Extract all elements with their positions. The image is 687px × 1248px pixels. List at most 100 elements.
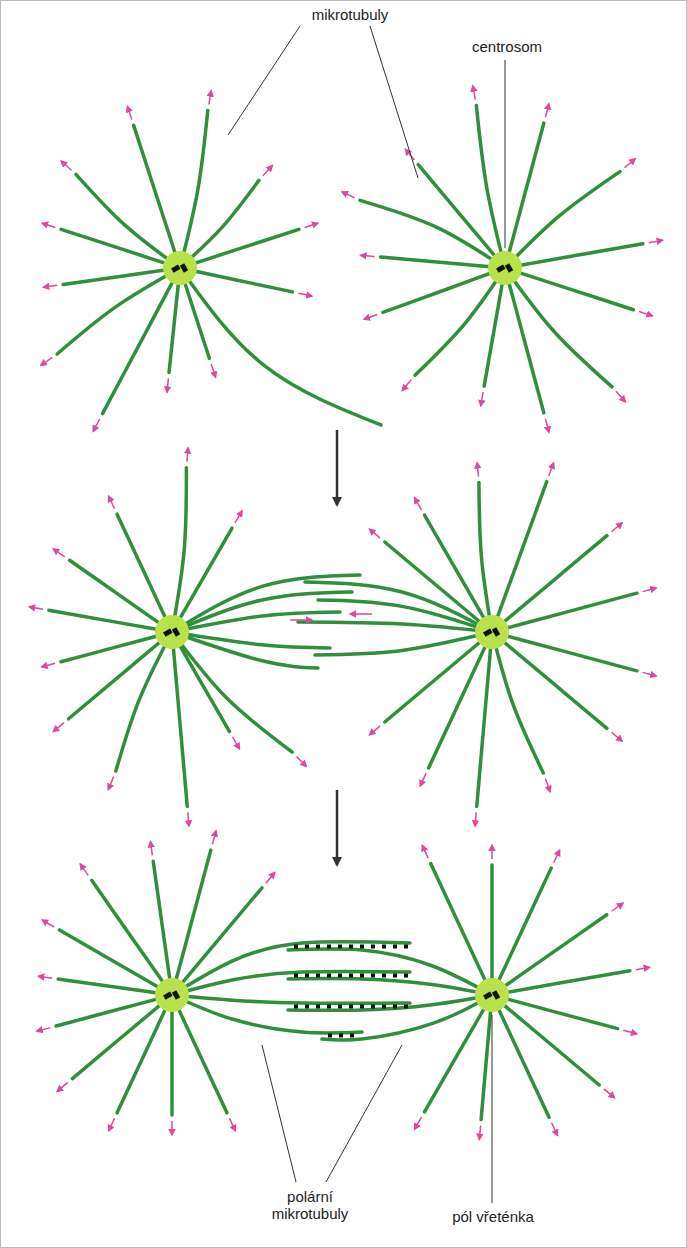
growth-arrow <box>127 106 131 119</box>
microtubule <box>322 995 492 1040</box>
microtubule <box>385 542 492 632</box>
growth-arrow <box>188 812 189 826</box>
growth-arrow <box>481 392 483 406</box>
growth-arrow <box>625 159 636 168</box>
growth-arrow <box>42 663 56 667</box>
centrosome <box>155 978 189 1012</box>
growth-arrow <box>369 726 380 735</box>
growth-arrow <box>402 380 411 391</box>
growth-arrow <box>93 419 100 431</box>
centrosome <box>155 615 189 649</box>
microtubule <box>492 915 607 995</box>
centriole <box>483 629 492 637</box>
growth-arrow <box>42 920 54 927</box>
growth-arrow <box>415 1117 422 1129</box>
microtubule <box>172 995 227 1113</box>
microtubule <box>117 995 172 1113</box>
microtubule <box>170 995 174 1115</box>
centriole <box>492 990 500 999</box>
growth-arrow <box>53 723 64 732</box>
microtubule <box>492 971 630 995</box>
growth-arrow <box>305 223 318 227</box>
growth-arrow <box>554 850 560 863</box>
growth-arrow <box>42 223 55 227</box>
motor-protein <box>393 945 397 949</box>
centriole <box>172 627 180 636</box>
motor-protein <box>338 974 342 978</box>
microtubule <box>505 268 544 413</box>
microtubule <box>116 632 172 771</box>
microtubules <box>49 106 643 1120</box>
microtubule <box>172 632 292 752</box>
growth-arrow <box>41 357 52 365</box>
microtubule <box>172 995 362 1033</box>
leader-lines <box>228 26 505 1203</box>
leader-line <box>262 1045 296 1182</box>
motor-protein <box>305 974 309 978</box>
microtubule <box>476 106 505 268</box>
part-label: centrosom <box>462 38 552 55</box>
growth-arrow <box>290 619 312 621</box>
growth-arrow <box>29 607 43 609</box>
growth-arrow <box>211 364 215 377</box>
growth-arrow <box>612 732 623 741</box>
growth-arrow <box>61 161 71 170</box>
microtubule <box>103 268 180 414</box>
part-label: polární mikrotubuly <box>252 1188 368 1222</box>
microtubule <box>484 268 505 386</box>
microtubule <box>72 995 172 1079</box>
microtubule <box>380 257 505 268</box>
growth-arrow <box>491 845 493 859</box>
motor-protein <box>339 1034 343 1038</box>
step-arrow <box>336 430 339 505</box>
microtubule <box>431 864 492 995</box>
centriole <box>163 992 172 1000</box>
growth-arrow <box>364 315 377 320</box>
motor-protein <box>294 974 298 978</box>
microtubule <box>360 200 505 268</box>
growth-arrow <box>549 463 554 476</box>
centrosome <box>163 251 197 285</box>
growth-arrow <box>616 391 625 401</box>
microtubule <box>383 268 505 312</box>
growth-arrow <box>167 378 168 392</box>
microtubule <box>61 229 180 268</box>
motor-protein <box>360 945 364 949</box>
motor-protein <box>305 1005 309 1009</box>
growth-arrow <box>212 831 216 845</box>
centriole <box>492 627 500 636</box>
motor-protein <box>338 1005 342 1009</box>
microtubule <box>92 880 172 995</box>
motor-protein <box>371 974 375 978</box>
growth-arrow <box>109 1118 115 1131</box>
microtubule <box>415 268 505 375</box>
growth-arrow <box>263 165 272 175</box>
microtubule <box>134 125 180 268</box>
growth-arrow <box>477 463 478 477</box>
microtubule <box>288 979 492 995</box>
growth-arrow <box>187 448 188 462</box>
centriole <box>180 263 188 272</box>
centrosome <box>475 615 509 649</box>
growth-arrow <box>612 523 623 532</box>
motor-protein <box>404 1005 408 1009</box>
motor-protein <box>327 945 331 949</box>
motor-protein <box>350 1034 354 1038</box>
microtubule <box>172 528 232 632</box>
motor-protein <box>382 974 386 978</box>
growth-arrow <box>545 779 550 792</box>
centrosomes <box>155 251 522 1012</box>
microtubule <box>172 632 318 668</box>
growth-arrow <box>150 842 152 856</box>
motor-protein <box>327 974 331 978</box>
microtubule <box>172 592 352 632</box>
microtubule <box>492 995 549 1117</box>
microtubule <box>76 174 180 268</box>
microtubule <box>315 632 492 655</box>
growth-arrow <box>649 240 663 242</box>
growth-arrow <box>53 549 64 557</box>
microtubule <box>288 995 492 1010</box>
microtubule <box>492 632 637 671</box>
growth-arrow <box>233 737 240 749</box>
